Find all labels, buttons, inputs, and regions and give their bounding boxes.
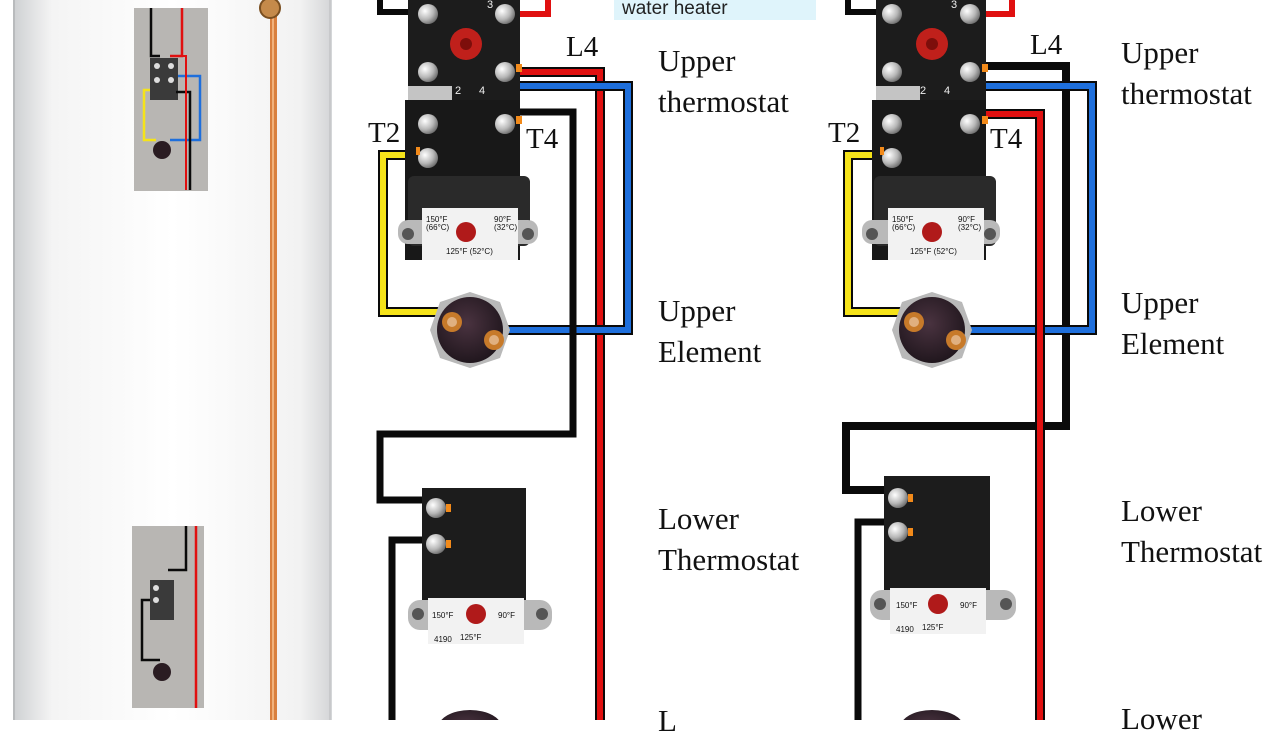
left-terminal-t4: T4 <box>526 123 559 155</box>
svg-text:2: 2 <box>455 85 461 97</box>
wiring-diagram: 3 2 4 150°F (66°C) 90°F (32°C) 125°F (52… <box>13 0 1097 720</box>
lower-panel-thumbnail <box>132 526 204 708</box>
svg-text:150°F: 150°F <box>896 601 918 610</box>
svg-text:125°F: 125°F <box>922 623 944 632</box>
svg-text:90°F: 90°F <box>494 215 511 224</box>
left-lower-thermostat: 150°F 90°F 125°F 4190 <box>408 488 552 644</box>
right-lower-element-label-partial: Lower <box>1121 701 1202 736</box>
svg-text:4: 4 <box>479 85 485 97</box>
left-upper-element-label-2: Element <box>658 334 762 369</box>
left-upper-element <box>430 292 510 368</box>
right-upper-element <box>892 292 972 368</box>
svg-text:125°F (52°C): 125°F (52°C) <box>910 247 957 256</box>
svg-text:4190: 4190 <box>434 635 452 644</box>
left-upper-element-label-1: Upper <box>658 293 736 328</box>
svg-text:(32°C): (32°C) <box>958 223 982 232</box>
left-upper-thermostat-label-1: Upper <box>658 43 736 78</box>
svg-text:(32°C): (32°C) <box>494 223 518 232</box>
left-lower-element <box>441 710 499 720</box>
left-terminal-l4: L4 <box>566 31 599 63</box>
right-lower-element <box>903 710 961 720</box>
svg-text:3: 3 <box>487 0 493 11</box>
right-lower-thermostat-label-1: Lower <box>1121 493 1202 528</box>
right-lower-thermostat: 150°F 90°F 125°F 4190 <box>870 476 1016 634</box>
svg-text:4: 4 <box>944 85 950 97</box>
right-terminal-l4: L4 <box>1030 29 1063 61</box>
svg-text:90°F: 90°F <box>958 215 975 224</box>
caption-box: water heater <box>614 0 816 20</box>
svg-text:90°F: 90°F <box>960 601 977 610</box>
svg-text:125°F (52°C): 125°F (52°C) <box>446 247 493 256</box>
right-upper-thermostat-label-2: thermostat <box>1121 76 1252 111</box>
left-lower-thermostat-label-1: Lower <box>658 501 739 536</box>
right-upper-element-label-2: Element <box>1121 326 1225 361</box>
svg-text:(66°C): (66°C) <box>892 223 916 232</box>
svg-text:2: 2 <box>920 85 926 97</box>
left-lower-thermostat-label-2: Thermostat <box>658 542 800 577</box>
svg-text:4190: 4190 <box>896 625 914 634</box>
right-upper-element-label-1: Upper <box>1121 285 1199 320</box>
right-lower-thermostat-label-2: Thermostat <box>1121 534 1263 569</box>
black-wire <box>376 108 577 504</box>
svg-text:125°F: 125°F <box>460 633 482 642</box>
right-terminal-t4: T4 <box>990 123 1023 155</box>
svg-text:3: 3 <box>951 0 957 11</box>
right-wiring <box>842 0 1097 720</box>
pipe-valve-icon <box>259 0 281 19</box>
left-lower-element-label-partial: L <box>658 703 677 738</box>
svg-text:90°F: 90°F <box>498 611 515 620</box>
left-terminal-t2: T2 <box>368 117 401 149</box>
svg-text:150°F: 150°F <box>892 215 914 224</box>
svg-text:150°F: 150°F <box>432 611 454 620</box>
svg-text:150°F: 150°F <box>426 215 448 224</box>
right-terminal-t2: T2 <box>828 117 861 149</box>
left-upper-thermostat-label-2: thermostat <box>658 84 789 119</box>
upper-panel-thumbnail <box>134 8 208 191</box>
left-wiring <box>376 0 633 720</box>
svg-text:(66°C): (66°C) <box>426 223 450 232</box>
right-upper-thermostat-label-1: Upper <box>1121 35 1199 70</box>
right-upper-thermostat: 3 2 4 150°F (66°C) 90°F (32°C) 125°F (52… <box>862 0 1000 260</box>
left-upper-thermostat: 3 2 4 150°F (66°C) 90°F (32°C) 125°F (52… <box>398 0 538 260</box>
